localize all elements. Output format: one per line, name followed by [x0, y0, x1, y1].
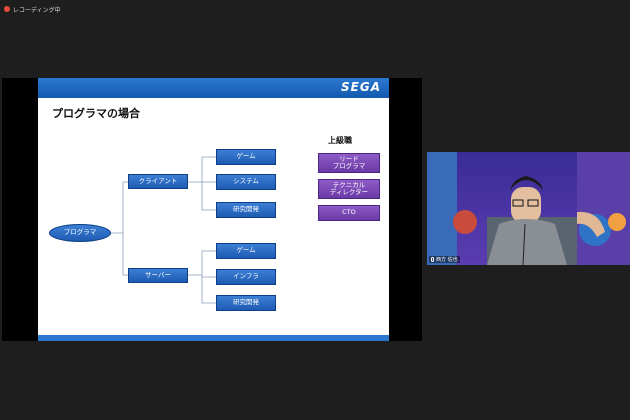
senior-title: 上級職 [328, 136, 352, 145]
node-server: サーバー [128, 268, 188, 283]
participant-name: 西方 佐也 [436, 257, 458, 263]
slide-title: プログラマの場合 [52, 107, 140, 120]
mic-icon [431, 257, 434, 262]
screen-share: SEGA プログラマの場合 プログラマ クライアント サーバー ゲーム システム… [2, 78, 422, 341]
node-client-game: ゲーム [216, 149, 276, 165]
senior-cto: CTO [318, 205, 380, 221]
node-server-rnd: 研究開発 [216, 295, 276, 311]
record-icon [4, 6, 10, 12]
recording-indicator: レコーディング中 [4, 3, 61, 15]
node-server-game: ゲーム [216, 243, 276, 259]
video-feed-image [427, 152, 630, 265]
node-client-rnd: 研究開発 [216, 202, 276, 218]
sega-logo: SEGA [341, 80, 381, 94]
node-client: クライアント [128, 174, 188, 189]
node-programmer: プログラマ [49, 224, 111, 242]
node-client-system: システム [216, 174, 276, 190]
node-server-infra: インフラ [216, 269, 276, 285]
participant-name-tag: 西方 佐也 [429, 256, 460, 263]
slide-footer-bar [38, 335, 389, 341]
senior-technical-director: テクニカル ディレクター [318, 179, 380, 199]
senior-lead-programmer: リード プログラマ [318, 153, 380, 173]
slide-header-bar [38, 78, 389, 98]
presentation-slide: SEGA プログラマの場合 プログラマ クライアント サーバー ゲーム システム… [38, 78, 389, 341]
participant-video[interactable]: 西方 佐也 [427, 152, 630, 265]
tree-connectors [111, 156, 216, 304]
recording-label: レコーディング中 [13, 6, 61, 14]
